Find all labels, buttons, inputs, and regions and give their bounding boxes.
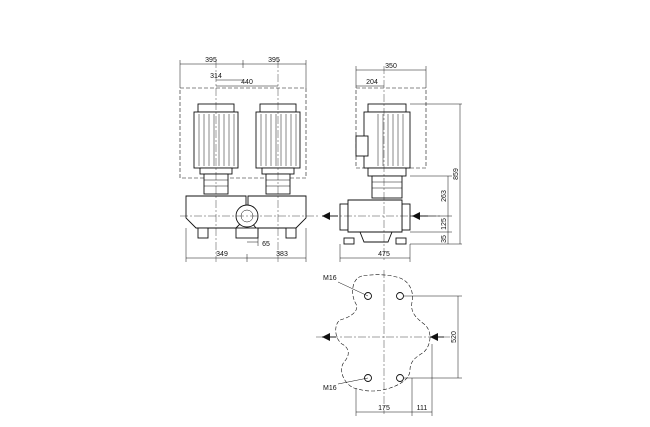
thread-label-bottom: M16	[323, 385, 337, 392]
dim-flange-gap: 65	[262, 241, 270, 248]
dim-axis-spacing: 440	[241, 79, 253, 86]
dim-bottom-right: 383	[276, 251, 288, 258]
front-view	[179, 60, 320, 262]
dim-bolt-spacing: 520	[451, 331, 458, 343]
dim-top-right: 395	[268, 57, 280, 64]
thread-label-top: M16	[323, 275, 337, 282]
dim-side-width: 350	[385, 63, 397, 70]
plan-view	[316, 270, 462, 416]
dim-top-left: 395	[205, 57, 217, 64]
dim-bottom-left: 349	[216, 251, 228, 258]
dim-side-offset: 204	[366, 79, 378, 86]
dim-height-flange: 125	[441, 218, 448, 230]
dim-plan-left: 175	[378, 405, 390, 412]
dim-plan-right: 111	[417, 405, 428, 412]
dim-side-length: 475	[378, 251, 390, 258]
dim-height-base: 35	[441, 235, 448, 243]
dim-height-mid: 263	[441, 190, 448, 202]
pump-housing-front	[185, 195, 307, 239]
dim-motor-offset: 314	[210, 73, 222, 80]
side-view	[322, 66, 462, 262]
dim-height-total: 859	[453, 168, 460, 180]
